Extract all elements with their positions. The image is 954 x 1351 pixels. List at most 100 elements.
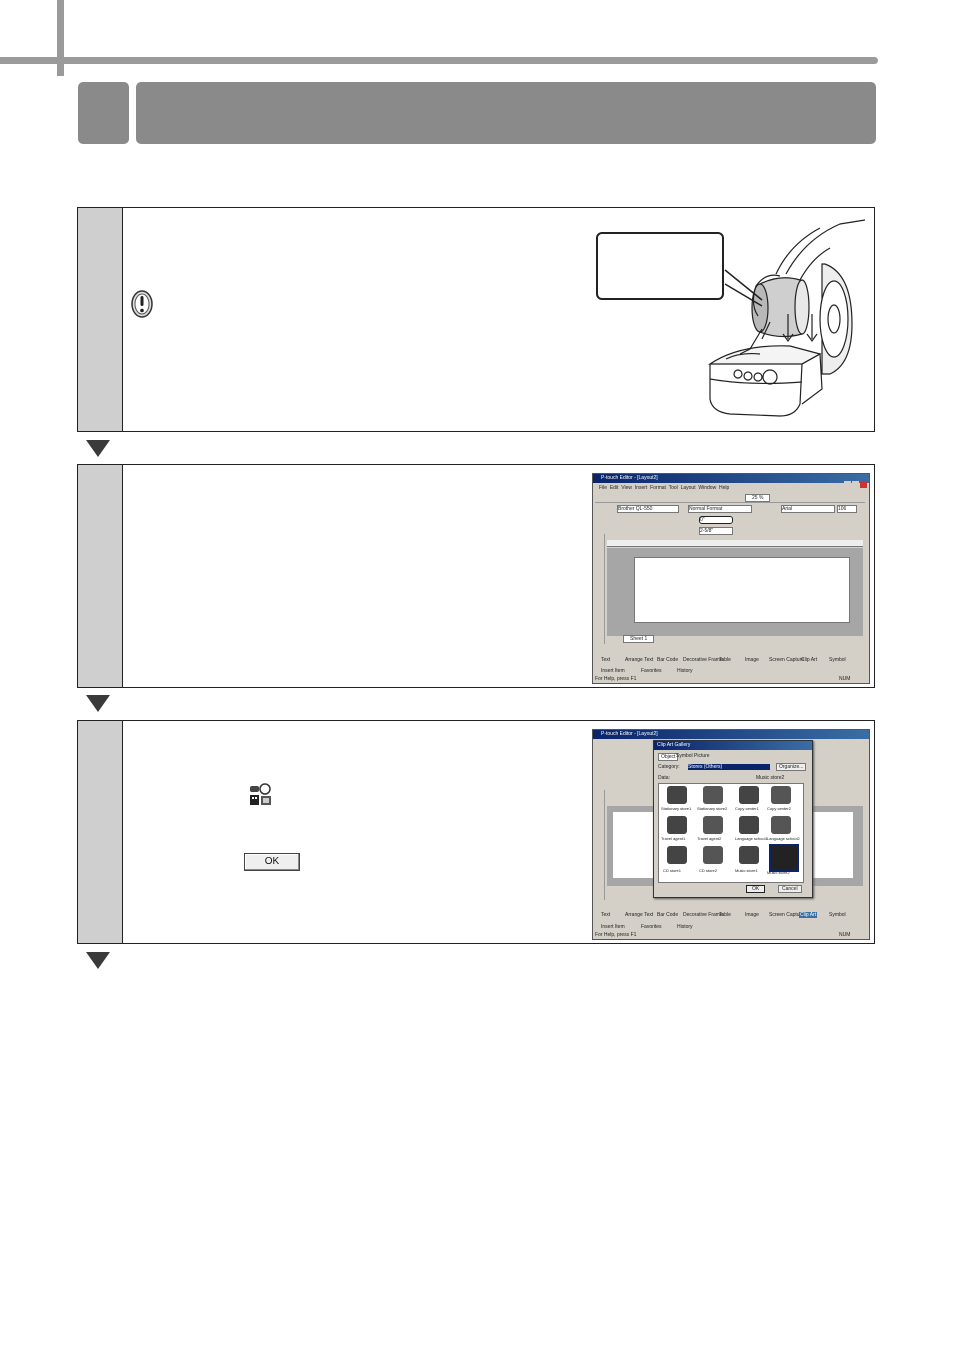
printer-roll-illustration [708,219,866,417]
zoom-select[interactable]: 25 % [745,494,771,502]
clipart-label: Travel agent2 [697,836,722,841]
window-title: P-touch Editor - [Layout2] [593,474,869,483]
palette-clip-art[interactable]: Clip Art [799,912,818,918]
clipart-label: CD store2 [699,868,718,873]
ok-button-illustration: OK [244,853,300,871]
palette-text[interactable]: Text [601,657,611,663]
canvas-area[interactable] [607,548,863,636]
drawing-tools[interactable] [595,790,605,900]
clipart-thumb[interactable] [739,846,759,864]
dialog-ok-button[interactable]: OK [746,885,766,893]
organize-button[interactable]: Organize... [776,763,807,771]
panel-insert-item[interactable]: Insert Item [601,668,625,674]
clipart-thumb[interactable] [771,786,791,804]
section-number-block [78,82,129,144]
clipart-label: Language school1 [735,836,768,841]
ptouch-editor-screenshot: P-touch Editor - [Layout2] File Edit Vie… [592,473,870,684]
drawing-tools[interactable] [595,534,605,644]
step-2-number-column [78,465,123,687]
menu-help[interactable]: Help [718,485,730,491]
category-label: Category: [658,764,680,770]
palette-text[interactable]: Text [601,912,611,918]
font-select[interactable]: Arial [781,505,835,513]
dialog-cancel-button[interactable]: Cancel [778,885,802,893]
clipart-thumb[interactable] [703,786,723,804]
next-step-arrow-icon [86,695,110,712]
clipart-thumb-selected[interactable] [769,844,799,872]
panel-favorites[interactable]: Favorites [641,668,662,674]
clipart-label: Language school2 [767,836,800,841]
palette-arrange-text[interactable]: Arrange Text [625,657,654,663]
clipart-thumb[interactable] [739,786,759,804]
palette-screen-capture[interactable]: Screen Capture [769,912,805,918]
tab-symbol[interactable]: Symbol [676,753,693,759]
menu-insert[interactable]: Insert [634,485,648,491]
palette-bar-code[interactable]: Bar Code [657,912,679,918]
object-palette: Text Arrange Text Bar Code Decorative Fr… [595,644,865,664]
palette-screen-capture[interactable]: Screen Capture [769,657,805,663]
clip-art-gallery-screenshot: P-touch Editor - [Layout2] Clip Art Gall… [592,729,870,940]
clipart-thumb[interactable] [667,816,687,834]
clipart-label: Copy center2 [767,806,791,811]
clipart-label: Music store1 [735,868,758,873]
palette-clip-art[interactable]: Clip Art [801,657,818,663]
next-step-arrow-icon [86,440,110,457]
step-1-number-column [78,208,123,431]
panel-history[interactable]: History [677,924,693,930]
object-palette: Text Arrange Text Bar Code Decorative Fr… [595,898,865,918]
clip-art-dialog: Clip Art Gallery Object Symbol Picture C… [653,740,813,898]
clipart-thumb[interactable] [667,786,687,804]
panel-insert-item[interactable]: Insert Item [601,924,625,930]
tab-picture[interactable]: Picture [694,753,710,759]
palette-bar-code[interactable]: Bar Code [657,657,679,663]
window-title: P-touch Editor - [Layout2] [593,730,869,739]
panel-favorites[interactable]: Favorites [641,924,662,930]
palette-table[interactable]: Table [719,657,731,663]
label-layout[interactable] [634,557,850,623]
menu-format[interactable]: Format [650,485,666,491]
palette-symbol[interactable]: Symbol [829,912,846,918]
panel-history[interactable]: History [677,668,693,674]
palette-decorative-frame[interactable]: Decorative Frame [683,912,723,918]
palette-table[interactable]: Table [719,912,731,918]
palette-symbol[interactable]: Symbol [829,657,846,663]
length-field[interactable]: 2-5/8" [699,527,733,535]
clipart-thumb[interactable] [703,816,723,834]
step-3-number-column [78,721,123,943]
clipart-grid[interactable]: Stationary store1 Stationary store2 Copy… [658,783,804,883]
menu-edit[interactable]: Edit [609,485,619,491]
roll-callout-box [596,232,724,300]
palette-decorative-frame[interactable]: Decorative Frame [683,657,723,663]
palette-image[interactable]: Image [745,657,759,663]
clipart-label: Stationary store1 [661,806,692,811]
warning-icon [131,290,153,318]
width-field[interactable]: 0" [699,516,733,524]
horizontal-ruler [607,540,863,547]
palette-image[interactable]: Image [745,912,759,918]
menu-layout[interactable]: Layout [680,485,696,491]
clipart-thumb[interactable] [703,846,723,864]
printer-select[interactable]: Brother QL-550 [617,505,679,513]
menu-file[interactable]: File [599,485,608,491]
clipart-thumb[interactable] [739,816,759,834]
clipart-thumb[interactable] [667,846,687,864]
tab-object[interactable]: Object [658,753,679,761]
category-select[interactable]: Stores (Others) [688,764,770,770]
clip-art-icon [248,782,272,806]
menu-bar: File Edit View Insert Format Tool Layout… [599,485,729,491]
menu-view[interactable]: View [621,485,632,491]
menu-tool[interactable]: Tool [668,485,678,491]
data-label: Data: [658,775,670,781]
palette-arrange-text[interactable]: Arrange Text [625,912,654,918]
sheet-tab[interactable]: Sheet 1 [623,635,655,643]
font-size-select[interactable]: 106 [837,505,857,513]
toolbar: 25 % [595,493,865,503]
clipart-label: Stationary store2 [697,806,728,811]
format-select[interactable]: Normal Format [688,505,752,513]
next-step-arrow-icon [86,952,110,969]
dialog-title: Clip Art Gallery [654,741,812,750]
window-controls[interactable] [843,475,867,488]
menu-window[interactable]: Window [698,485,717,491]
clipart-label: CD store1 [663,868,682,873]
clipart-thumb[interactable] [771,816,791,834]
